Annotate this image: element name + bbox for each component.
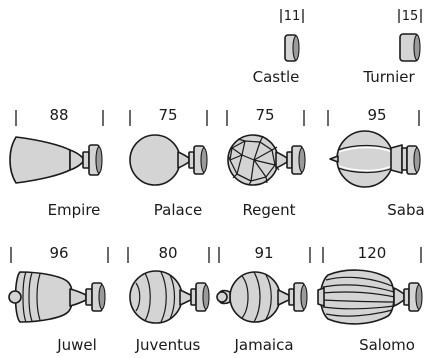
juwel-icon [8,271,106,323]
juventus-size: 80 [158,244,177,262]
castle-size: 11 [284,9,301,24]
palace-finial: 75 Palace [129,106,208,219]
regent-size: 75 [255,106,274,124]
saba-size: 95 [367,106,386,124]
palace-label: Palace [154,201,202,219]
palace-size: 75 [158,106,177,124]
turnier-cap-icon [399,33,421,62]
salomo-label: Salomo [359,336,415,354]
turnier-size: 15 [402,9,419,24]
empire-finial: 88 Empire [9,106,104,219]
juwel-label: Juwel [56,336,97,354]
palace-icon [129,134,208,186]
turnier-label: Turnier [362,68,415,86]
jamaica-icon [216,271,308,323]
castle-label: Castle [253,68,300,86]
juwel-size: 96 [49,244,68,262]
saba-icon [329,130,421,188]
castle-finial: 11 Castle [253,9,304,86]
salomo-finial: 120 Salomo [317,244,423,354]
regent-finial: 75 Regent [226,106,306,219]
turnier-finial: 15 Turnier [362,9,422,86]
empire-icon [9,136,103,184]
saba-label: Saba [387,201,424,219]
juventus-icon [129,270,210,324]
salomo-size: 120 [358,244,387,262]
regent-icon [227,134,306,186]
regent-label: Regent [242,201,295,219]
juventus-label: Juventus [135,336,201,354]
empire-size: 88 [49,106,68,124]
jamaica-size: 91 [254,244,273,262]
jamaica-label: Jamaica [233,336,293,354]
saba-finial: 95 Saba [327,106,425,219]
empire-label: Empire [48,201,101,219]
juwel-finial: 96 Juwel [8,244,109,354]
jamaica-finial: 91 Jamaica [216,244,311,354]
salomo-icon [317,269,423,325]
juventus-finial: 80 Juventus [127,244,210,354]
castle-cap-icon [284,34,300,62]
